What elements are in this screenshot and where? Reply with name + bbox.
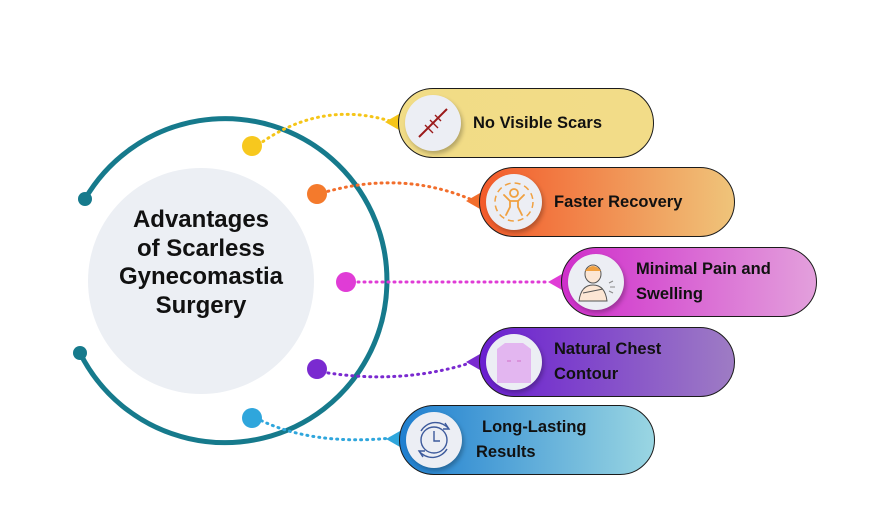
advantage-label: Faster Recovery	[554, 192, 683, 211]
pointer-2	[466, 193, 480, 209]
title-line-4: Surgery	[155, 291, 247, 319]
icon-disc	[486, 174, 542, 230]
advantage-card-minimal-pain: Minimal Pain and Swelling	[561, 247, 817, 317]
pointer-5	[386, 431, 400, 447]
advantage-label: Natural Chest Contour	[554, 340, 662, 383]
node-dot-4	[307, 359, 327, 379]
icon-disc	[405, 95, 461, 151]
pointer-4	[466, 354, 480, 370]
connector-1	[256, 112, 392, 147]
connector-4	[320, 361, 472, 379]
advantage-card-no-visible-scars: No Visible Scars	[398, 88, 654, 158]
node-dot-3	[336, 272, 356, 292]
recovery-person-icon	[494, 182, 534, 222]
icon-disc	[406, 412, 462, 468]
advantage-card-faster-recovery: Faster Recovery	[479, 167, 735, 237]
connector-2	[320, 181, 472, 201]
title-line-3: Gynecomastia	[118, 263, 284, 290]
advantage-card-long-lasting-results: Long-Lasting Results	[399, 405, 655, 475]
node-dot-1	[242, 136, 262, 156]
advantage-card-natural-chest-contour: Natural Chest Contour	[479, 327, 735, 397]
advantage-label: Minimal Pain and Swelling	[636, 260, 771, 303]
center-title: Advantages of Scarless Gynecomastia Surg…	[88, 206, 314, 320]
chest-icon	[497, 343, 531, 383]
pointer-3	[548, 274, 562, 290]
icon-disc	[568, 254, 624, 310]
clock-cycle-icon	[417, 421, 451, 459]
connector-5	[254, 416, 394, 442]
pain-person-icon	[578, 264, 615, 302]
ring-end-top	[78, 192, 92, 206]
center-circle	[88, 168, 314, 394]
title-line-1: Advantages	[132, 206, 270, 233]
advantage-label: Long-Lasting Results	[476, 418, 587, 461]
pointer-1	[385, 114, 399, 130]
scar-icon	[418, 108, 448, 138]
node-dot-5	[242, 408, 262, 428]
ring-end-bottom	[73, 346, 87, 360]
title-line-2: of Scarless	[136, 234, 266, 262]
ring-arc	[77, 116, 390, 446]
node-dot-2	[307, 184, 327, 204]
icon-disc	[486, 334, 542, 390]
advantage-label: No Visible Scars	[473, 113, 603, 132]
